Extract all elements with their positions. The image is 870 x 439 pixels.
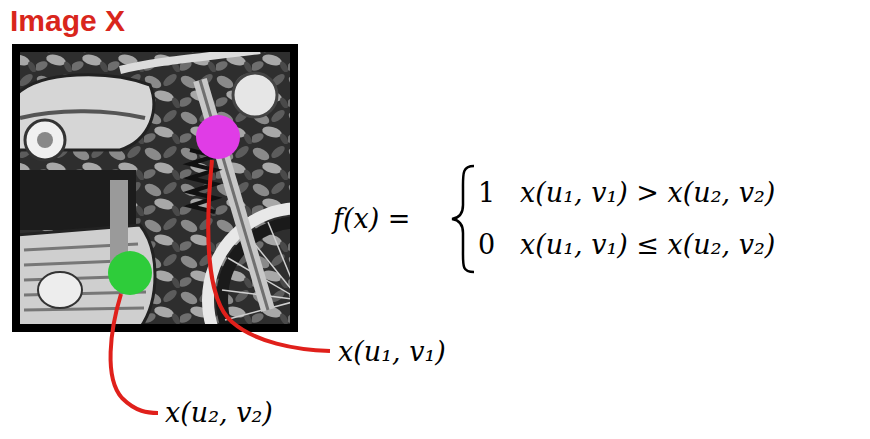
- image-border: [16, 48, 294, 328]
- image-title: Image X: [10, 4, 125, 39]
- case-value: 1: [478, 177, 495, 208]
- case-value: 0: [478, 229, 495, 260]
- point-label: x(u₁, v₁): [338, 336, 446, 367]
- case-brace: [452, 166, 474, 272]
- case-condition: x(u₁, v₁) ≤ x(u₂, v₂): [520, 229, 775, 260]
- motorcycle-photo: [16, 48, 294, 328]
- leader-line: [111, 294, 158, 413]
- function-lhs: f(x) =: [333, 203, 411, 234]
- case-condition: x(u₁, v₁) > x(u₂, v₂): [520, 177, 775, 208]
- point-label: x(u₂, v₂): [165, 397, 273, 428]
- sample-point: [196, 115, 240, 159]
- leader-line: [208, 160, 330, 351]
- sample-point: [108, 251, 152, 295]
